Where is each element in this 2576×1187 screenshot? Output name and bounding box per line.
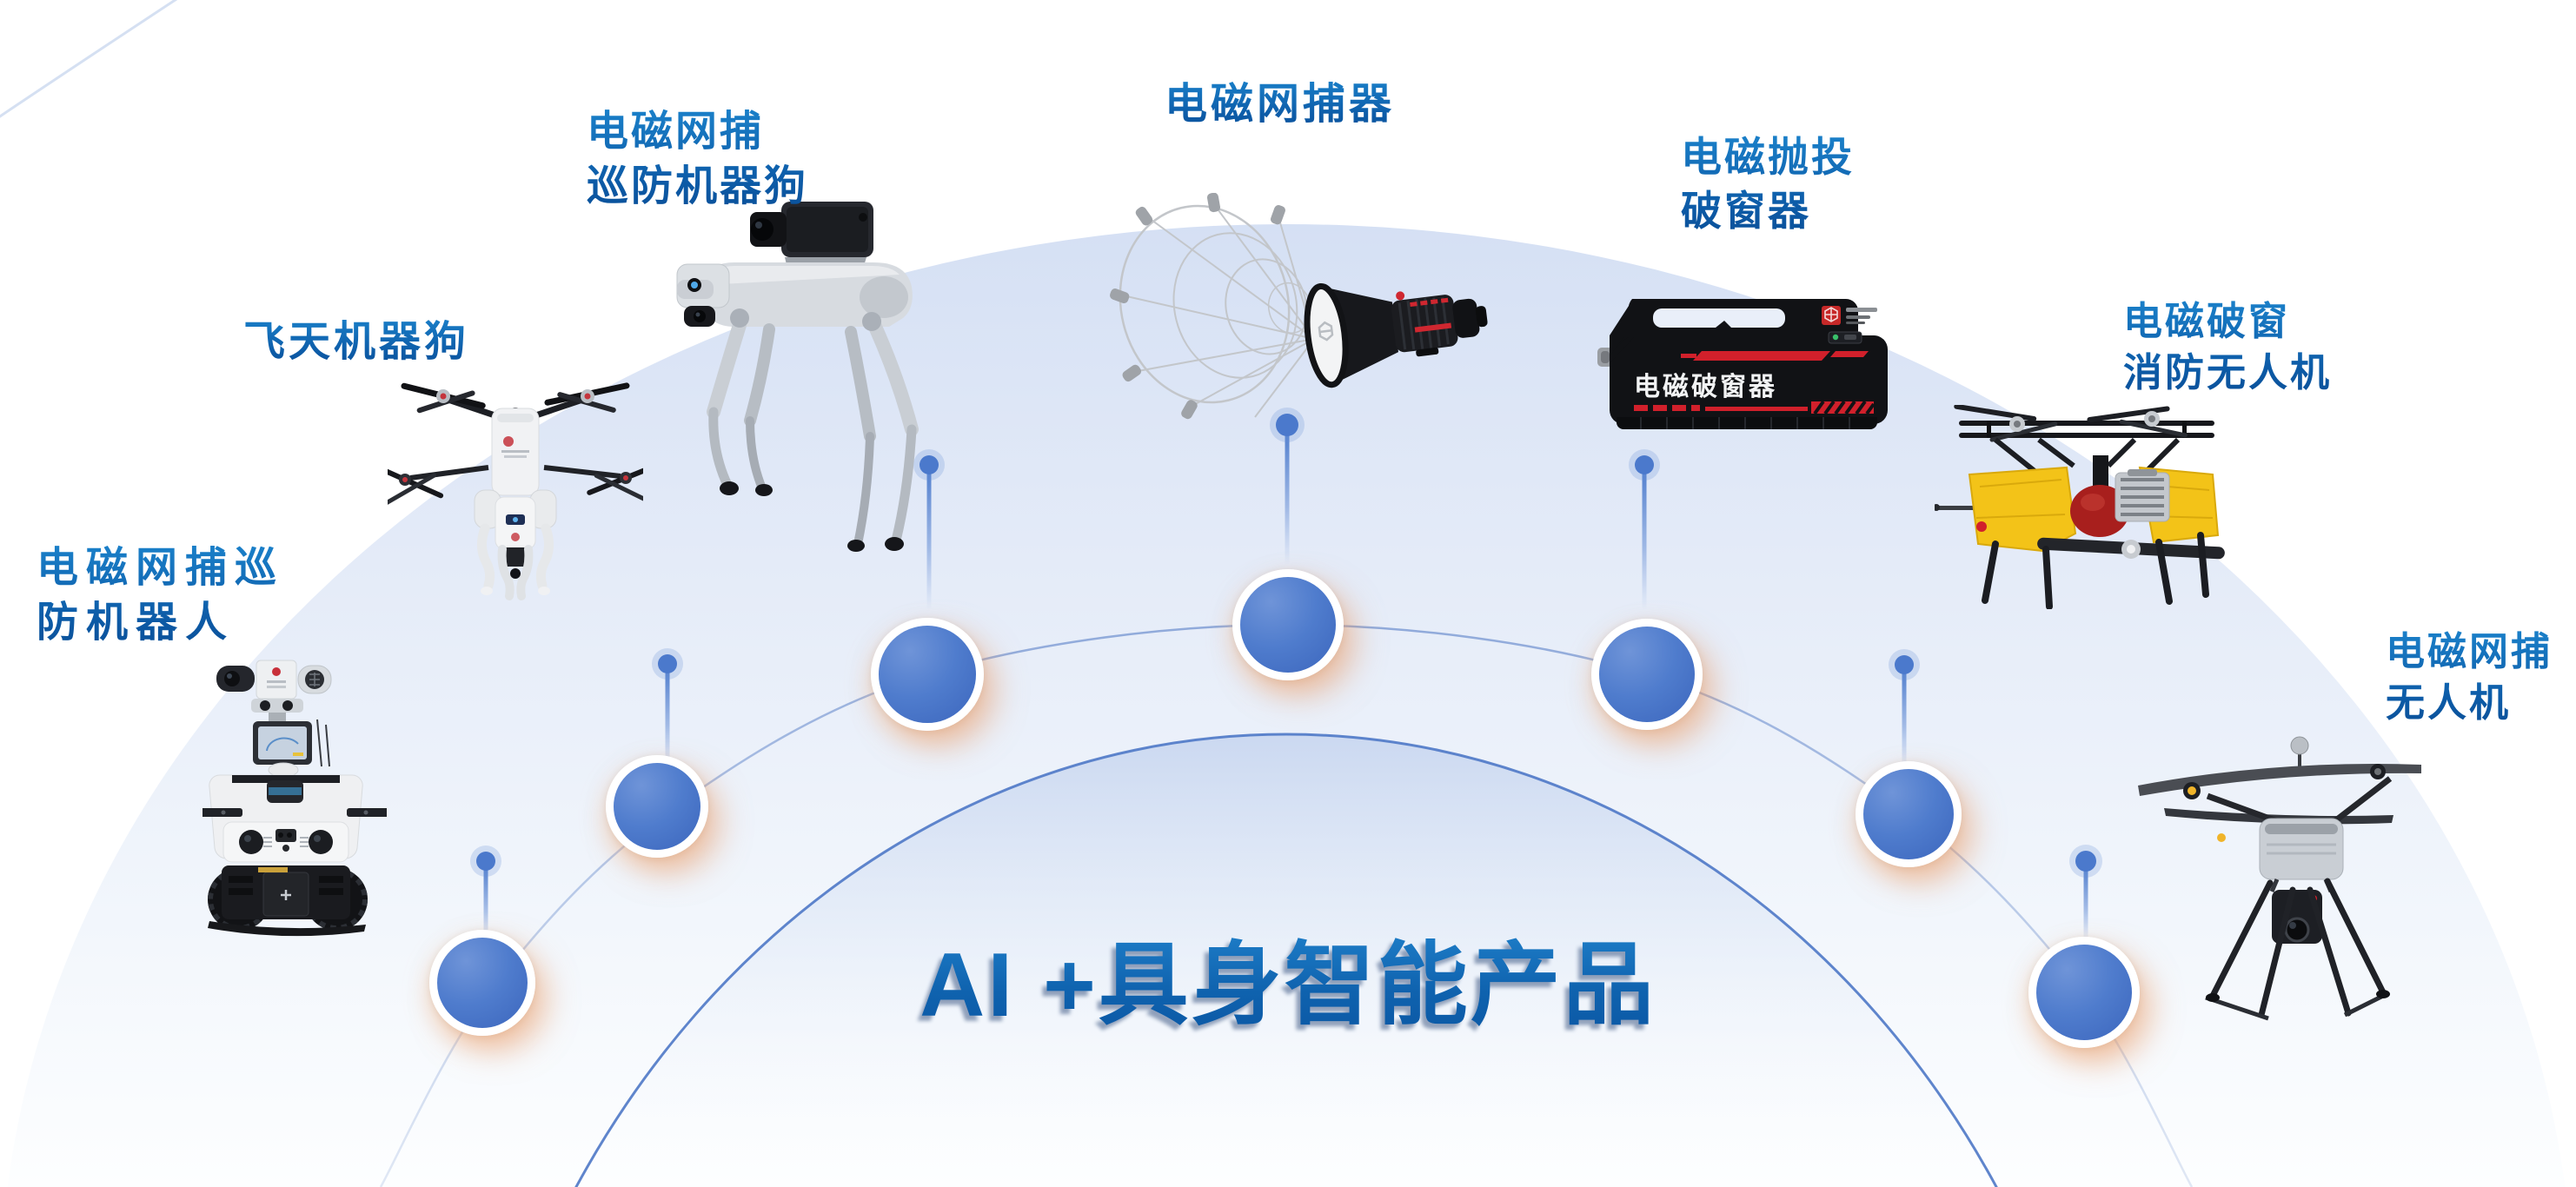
net-weights [1110, 193, 1285, 420]
label-line: 无人机 [2386, 680, 2512, 726]
inner-circle [574, 733, 1998, 1187]
stem-1 [483, 868, 488, 943]
stem-6 [1902, 673, 1907, 771]
corner-arc-decoration [0, 0, 178, 118]
node-stems [470, 408, 2102, 944]
stem-dot-6 [1895, 655, 1914, 674]
stem-dot-1 [476, 852, 495, 871]
arc-node-flying-robot-dog [606, 755, 708, 858]
label-line: 电磁网捕巡 [37, 545, 285, 591]
stem-dot-2 [658, 654, 677, 673]
arc-node-netcapture-robot-dog [871, 618, 984, 731]
arc-node-patrol-robot [429, 930, 535, 1036]
label-net-capturer: 电磁网捕器 [1165, 76, 1395, 133]
stem-7 [2083, 869, 2088, 944]
stem-5 [1642, 473, 1647, 610]
label-window-breaker: 电磁抛投 破窗器 [1681, 130, 1855, 238]
arc-node-fire-drone [1856, 761, 1962, 867]
arc-node-window-breaker [1591, 619, 1703, 730]
label-line: 消防无人机 [2123, 350, 2333, 395]
net-mesh [1119, 204, 1312, 404]
arc-node-net-drone [2028, 937, 2140, 1048]
label-flying-robot-dog: 飞天机器狗 [243, 315, 469, 369]
stem-4 [1285, 434, 1290, 565]
label-line: 电磁网捕 [2386, 629, 2553, 673]
fire-drone-image [1935, 405, 2225, 609]
window-breaker-image: 电磁破窗器 [1597, 299, 1888, 429]
dome-background [8, 224, 2565, 1187]
stem-dot-5 [1635, 455, 1654, 474]
patrol-robot-image [202, 660, 387, 937]
flying-robot-dog-image [388, 382, 643, 600]
net-capturer-image [1110, 193, 1488, 420]
arc-node-net-capturer [1232, 569, 1344, 680]
label-line: 巡防机器狗 [587, 163, 809, 210]
label-line: 电磁网捕 [587, 109, 765, 155]
stem-dot-7 [2075, 851, 2096, 872]
stem-dot-4 [1276, 414, 1298, 436]
window-breaker-device-label: 电磁破窗器 [1634, 372, 1777, 401]
net-ribs [1122, 202, 1315, 418]
label-line: 电磁网捕器 [1165, 81, 1396, 128]
label-patrol-robot: 电磁网捕巡 防机器人 [37, 540, 284, 651]
net-drone-image [2138, 736, 2421, 1021]
label-net-drone: 电磁网捕 无人机 [2386, 626, 2553, 729]
stem-2 [665, 672, 670, 771]
label-line: 破窗器 [1681, 188, 1811, 235]
stem-dot-3 [920, 455, 939, 474]
netcapture-robot-dog-image [676, 202, 919, 552]
label-netcapture-robot-dog: 电磁网捕 巡防机器狗 [587, 104, 808, 215]
label-line: 飞天机器狗 [243, 319, 470, 365]
page-title: AI +具身智能产品 [0, 911, 2576, 1042]
label-line: 电磁破窗 [2123, 299, 2291, 343]
label-line: 电磁抛投 [1681, 134, 1855, 180]
launcher-body [1304, 282, 1488, 388]
stem-3 [926, 473, 932, 610]
label-line: 防机器人 [37, 600, 236, 647]
label-fire-drone: 电磁破窗 消防无人机 [2123, 295, 2332, 399]
